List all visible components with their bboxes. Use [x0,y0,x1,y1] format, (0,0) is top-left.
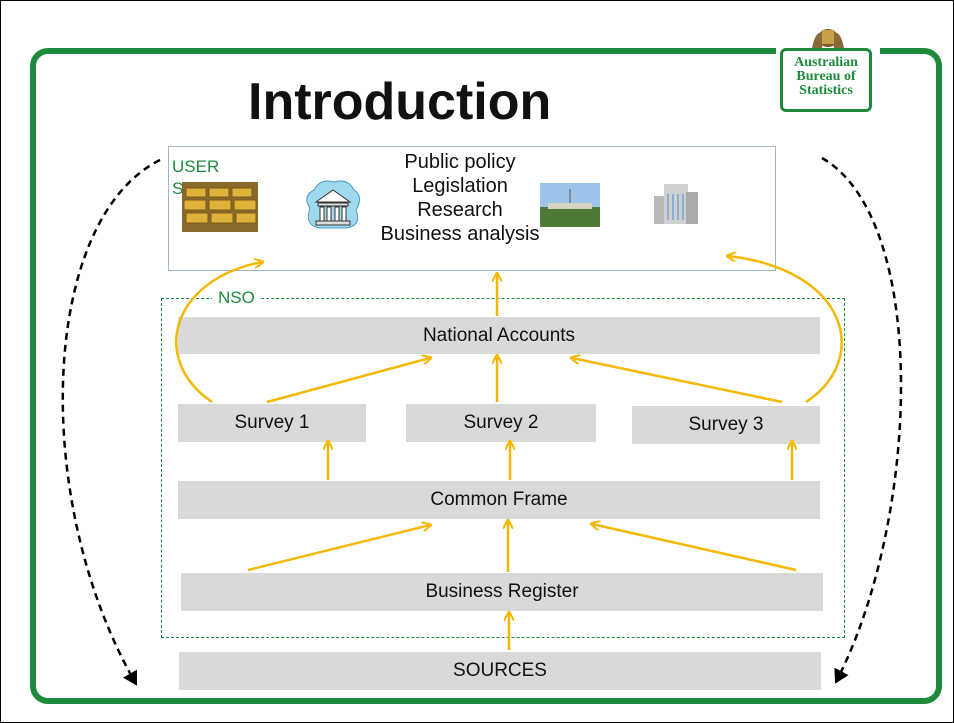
survey-2-label: Survey 2 [463,412,539,433]
users-item: Public policy [404,151,516,173]
users-item: Research [417,199,503,221]
bank-building-icon [306,180,360,229]
survey-3-label: Survey 3 [688,414,764,435]
national-accounts-box: National Accounts [178,317,820,354]
users-list: Public policy Legislation Research Busin… [340,150,580,246]
sources-label: SOURCES [453,660,547,681]
abs-logo: Australian Bureau of Statistics [776,22,880,116]
slide-frame [30,48,942,704]
users-item: Legislation [412,175,508,197]
gold-bars-icon [182,182,258,232]
common-frame-label: Common Frame [430,489,568,510]
sources-box: SOURCES [179,652,821,690]
coat-of-arms-icon [812,29,844,48]
survey-3-box: Survey 3 [632,406,820,444]
common-frame-box: Common Frame [178,481,820,519]
parliament-house-icon [540,183,600,227]
logo-text: Australian Bureau of Statistics [794,55,858,98]
survey-2-box: Survey 2 [406,404,596,442]
slide-title: Introduction [248,73,552,131]
national-accounts-label: National Accounts [422,324,576,346]
users-item: Business analysis [380,223,540,245]
logo-box [780,48,872,112]
business-register-label: Business Register [425,581,579,602]
survey-1-box: Survey 1 [178,404,366,442]
business-register-box: Business Register [181,573,823,611]
survey-1-label: Survey 1 [234,412,310,433]
nso-label: NSO [212,288,261,308]
users-label: USER S [172,157,220,198]
office-building-icon [654,184,698,224]
